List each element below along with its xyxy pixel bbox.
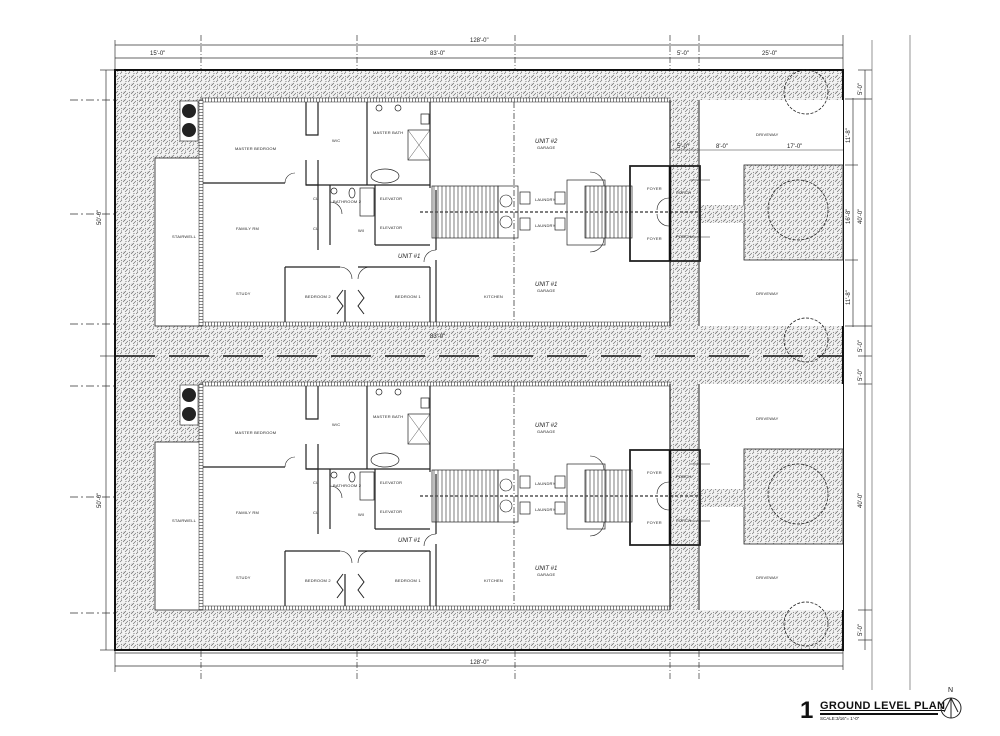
room-laundry-2: LAUNDRY — [535, 507, 556, 512]
garage-label-top: GARAGE — [537, 429, 555, 434]
room-master-bedroom: MASTER BEDROOM — [235, 430, 276, 435]
garage-label-bottom: GARAGE — [537, 572, 555, 577]
room-foyer-1: FOYER — [647, 186, 662, 191]
room-study: STUDY — [236, 575, 251, 580]
lot-upper: MASTER BEDROOM W/C MASTER BATH BATHROOM … — [154, 69, 844, 363]
dim-bottom-overall: 128'-0" — [470, 660, 489, 666]
room-closet-1: CL — [313, 196, 319, 201]
north-arrow-icon: N — [938, 687, 964, 720]
drawing-scale: SCALE:3/16"= 1'-0" — [820, 716, 860, 721]
dim-top-seg-3: 5'-0" — [677, 51, 689, 57]
room-laundry-1: LAUNDRY — [535, 197, 556, 202]
dim-top-seg-1: 15'-0" — [150, 51, 165, 57]
title-underline — [820, 713, 938, 715]
unit-1-label: UNIT #1 — [398, 254, 420, 260]
dim-right-lower-2: 40'-0" — [858, 493, 864, 508]
lot-lower: MASTER BEDROOM W/C MASTER BATH BATHROOM … — [154, 381, 844, 647]
room-elevator-1: ELEVATOR — [380, 480, 402, 485]
drawing-number: 1 — [800, 697, 814, 724]
dim-porch-1: 5'-0" — [677, 144, 689, 150]
left-dimensions — [70, 69, 115, 651]
dim-top-seg-4: 25'-0" — [762, 51, 777, 57]
room-wc: W/C — [332, 138, 340, 143]
room-master-bath: MASTER BATH — [373, 130, 403, 135]
garage-label-bottom: GARAGE — [537, 288, 555, 293]
dim-right-5: 5'-0" — [858, 340, 864, 352]
room-bedroom-2: BEDROOM 2 — [305, 294, 331, 299]
room-walk-in: W/I — [358, 512, 365, 517]
room-closet-2: CL — [313, 510, 319, 515]
room-bedroom-2: BEDROOM 2 — [305, 578, 331, 583]
room-kitchen: KITCHEN — [484, 578, 503, 583]
dim-right-3: 16'-8" — [846, 209, 852, 224]
dim-top-seg-2: 83'-0" — [430, 51, 445, 57]
room-family: FAMILY RM — [236, 510, 259, 515]
room-laundry-1: LAUNDRY — [535, 481, 556, 486]
room-foyer-2: FOYER — [647, 236, 662, 241]
room-stairwell: STAIRWELL — [172, 518, 197, 523]
room-master-bedroom: MASTER BEDROOM — [235, 146, 276, 151]
room-family: FAMILY RM — [236, 226, 259, 231]
drawing-title: GROUND LEVEL PLAN — [820, 700, 946, 712]
title-block: 1 GROUND LEVEL PLAN SCALE:3/16"= 1'-0" — [800, 697, 980, 727]
room-elevator-2: ELEVATOR — [380, 509, 402, 514]
room-porch-1: PORCH — [676, 190, 691, 195]
dim-porch-2: 8'-0" — [716, 144, 728, 150]
room-study: STUDY — [236, 291, 251, 296]
dim-top-overall: 128'-0" — [470, 38, 489, 44]
dim-right-1: 5'-0" — [858, 83, 864, 95]
room-closet-2: CL — [313, 226, 319, 231]
dim-porch-3: 17'-0" — [787, 144, 802, 150]
room-closet-1: CL — [313, 480, 319, 485]
room-porch-2: PORCH — [676, 518, 691, 523]
room-walk-in: W/I — [358, 228, 365, 233]
room-bathroom-2: BATHROOM 2 — [333, 483, 362, 488]
room-bedroom-1: BEDROOM 1 — [395, 578, 421, 583]
unit-2-garage-label: UNIT #2 — [535, 423, 558, 429]
unit-1-garage-label: UNIT #1 — [535, 282, 557, 288]
garage-label-top: GARAGE — [537, 145, 555, 150]
right-dimensions — [845, 35, 911, 690]
room-elevator-2: ELEVATOR — [380, 225, 402, 230]
room-kitchen: KITCHEN — [484, 294, 503, 299]
room-laundry-2: LAUNDRY — [535, 223, 556, 228]
dim-right-2: 11'-8" — [846, 128, 852, 143]
room-bathroom-2: BATHROOM 2 — [333, 199, 362, 204]
unit-2-garage-label: UNIT #2 — [535, 139, 558, 145]
room-elevator-1: ELEVATOR — [380, 196, 402, 201]
dim-right-4: 11'-8" — [846, 290, 852, 305]
dim-right-overall: 40'-0" — [858, 209, 864, 224]
room-foyer-2: FOYER — [647, 520, 662, 525]
north-label: N — [948, 687, 954, 694]
dim-left-upper: 50'-0" — [97, 210, 103, 225]
dim-middle-strip: 83'-0" — [430, 334, 445, 340]
room-foyer-1: FOYER — [647, 470, 662, 475]
room-bedroom-1: BEDROOM 1 — [395, 294, 421, 299]
room-driveway-1: DRIVEWAY — [756, 416, 779, 421]
unit-1-garage-label: UNIT #1 — [535, 566, 557, 572]
room-stairwell: STAIRWELL — [172, 234, 197, 239]
room-driveway-2: DRIVEWAY — [756, 575, 779, 580]
room-driveway-1: DRIVEWAY — [756, 132, 779, 137]
room-master-bath: MASTER BATH — [373, 414, 403, 419]
room-porch-2: PORCH — [676, 234, 691, 239]
room-wc: W/C — [332, 422, 340, 427]
dim-right-lower-1: 5'-0" — [858, 369, 864, 381]
room-driveway-2: DRIVEWAY — [756, 291, 779, 296]
unit-1-label: UNIT #1 — [398, 538, 420, 544]
dim-right-lower-3: 5'-0" — [858, 624, 864, 636]
dim-left-lower: 50'-0" — [97, 493, 103, 508]
room-porch-1: PORCH — [676, 474, 691, 479]
